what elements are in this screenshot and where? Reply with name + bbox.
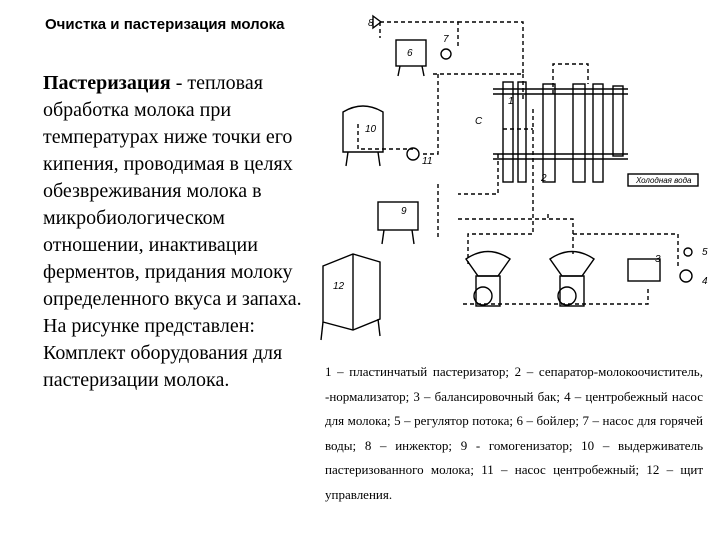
homogenizer — [377, 201, 419, 231]
body-text: Пастеризация - тепловая обработка молока… — [43, 70, 308, 394]
label-11: 11 — [422, 156, 432, 167]
pipelines — [357, 21, 679, 305]
figure-intro: На рисунке представлен: Комплект оборудо… — [43, 315, 283, 391]
separator-right — [549, 250, 595, 307]
pipe-label-c: C — [475, 116, 483, 127]
label-2: 2 — [540, 173, 547, 184]
label-10: 10 — [365, 124, 377, 135]
flow-regulator — [683, 247, 693, 257]
label-4: 4 — [702, 276, 708, 287]
label-6: 6 — [407, 48, 413, 59]
cold-water-inlet — [627, 173, 699, 187]
label-7: 7 — [443, 34, 449, 45]
slide-title: Очистка и пастеризация молока — [45, 16, 285, 33]
control-panel — [322, 253, 381, 331]
hot-water-pump — [440, 48, 452, 60]
injector — [372, 14, 383, 30]
label-5: 5 — [702, 247, 708, 258]
figure-caption: 1 – пластинчатый пастеризатор; 2 – сепар… — [325, 364, 703, 502]
cold-water-label: Холодная вода — [635, 176, 692, 185]
label-12: 12 — [333, 281, 345, 292]
holding-tank — [342, 105, 384, 153]
label-8: 8 — [368, 18, 374, 29]
separator-left — [465, 250, 511, 307]
label-9: 9 — [401, 206, 407, 217]
plate-pasteurizer — [493, 81, 628, 183]
definition-text: - тепловая обработка молока при температ… — [43, 72, 302, 310]
label-3: 3 — [655, 254, 661, 265]
term-pasteurization: Пастеризация — [43, 72, 171, 94]
boiler — [395, 39, 427, 67]
label-1: 1 — [508, 96, 514, 107]
milk-pump — [679, 269, 693, 283]
centrifugal-pump-11 — [406, 147, 420, 161]
balance-tank — [627, 258, 661, 282]
equipment-diagram: 1 2 3 4 5 6 7 8 9 10 11 12 C Холодная во… — [320, 14, 708, 341]
